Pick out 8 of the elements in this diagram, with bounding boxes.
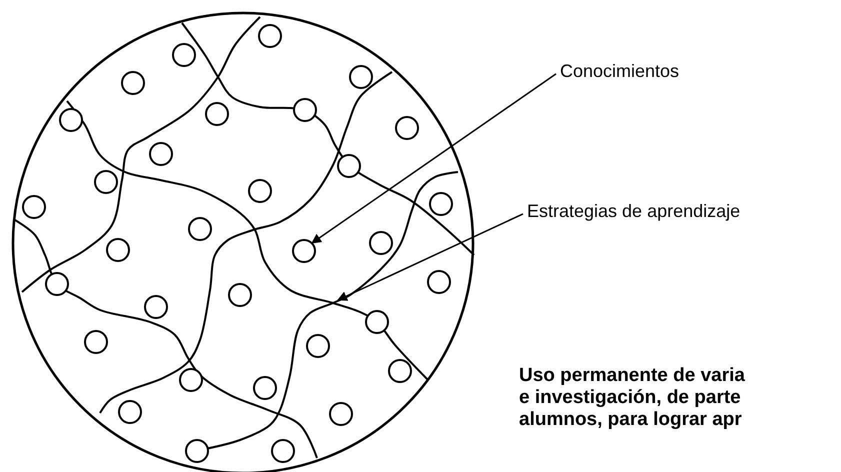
callout-text: Conocimientos bbox=[560, 62, 680, 82]
callout-text: Estrategias de aprendizaje bbox=[527, 202, 740, 222]
note-text: Uso permanente de varia bbox=[519, 366, 745, 387]
small-circle bbox=[292, 239, 316, 263]
note-text: alumnos, para lograr apr bbox=[519, 410, 742, 431]
note-text: e investigación, de parte bbox=[519, 388, 741, 409]
leader-arrow bbox=[337, 213, 524, 301]
leader-arrow bbox=[311, 73, 556, 244]
